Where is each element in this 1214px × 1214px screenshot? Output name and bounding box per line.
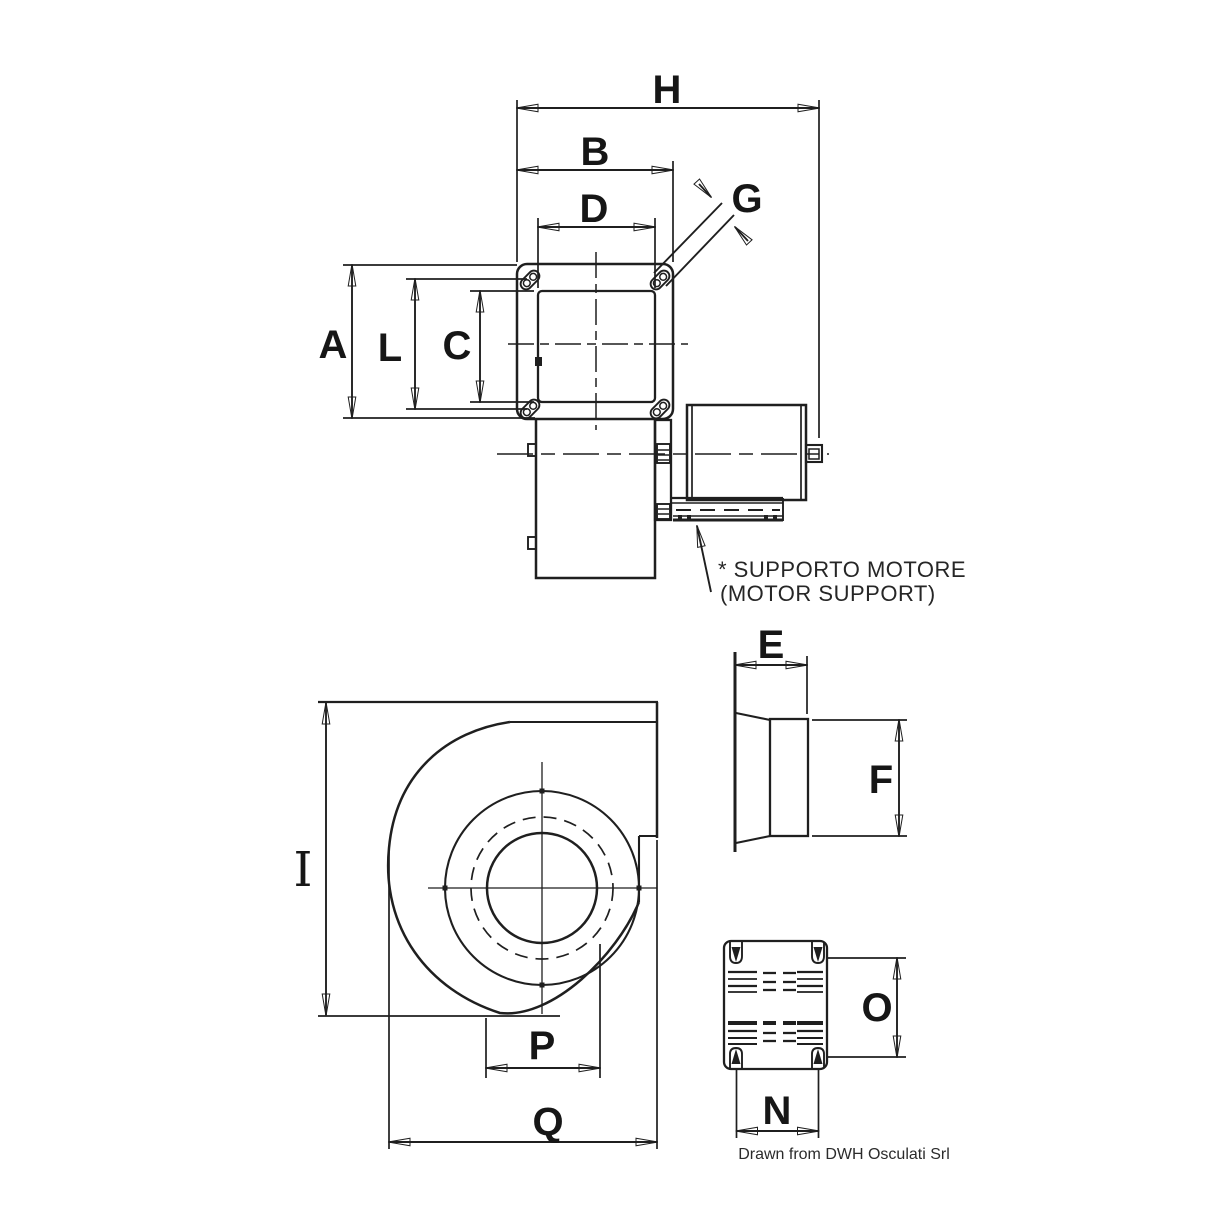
dim-d: D [538,187,655,288]
dim-q: Q [389,840,657,1149]
bolt-slot-top-left [519,269,541,291]
dim-label-d: D [580,187,609,231]
dim-h: H [517,68,819,438]
note-line-2: (MOTOR SUPPORT) [720,581,936,606]
bracket-outline [722,939,829,1071]
mounting-flange [508,252,688,430]
bracket-ribs [728,970,823,1045]
note-line-1: * SUPPORTO MOTORE [718,557,966,582]
dim-label-e: E [758,623,785,667]
dim-n: N [737,1070,819,1138]
motor-body [685,403,808,502]
dim-p: P [486,944,600,1078]
leader-arrow [696,526,712,593]
dim-label-i: I [294,842,313,898]
bolt-slot-bottom-left [519,398,541,420]
dim-b: B [517,130,673,262]
dim-e: E [735,623,807,714]
keyway-tick [535,357,542,366]
front-view: I P Q [294,700,659,1149]
outlet-flange-profile [733,652,810,852]
dim-label-p: P [529,1024,556,1068]
dim-o: O [828,958,906,1057]
motor-support-bracket [671,496,784,522]
dim-g: G [653,177,763,287]
fan-housing-top [527,419,657,580]
dim-label-g: G [731,177,762,221]
credit-line: Drawn from DWH Osculati Srl [738,1146,950,1163]
top-view: H B D G A [319,68,966,606]
outlet-side-view: E F [733,623,907,852]
motor-assembly [497,403,829,522]
dim-l: L [378,279,527,409]
dim-label-f: F [869,758,893,802]
dim-label-b: B [581,130,610,174]
bracket-corner-clips [729,942,825,1068]
dim-label-n: N [763,1089,792,1133]
dim-a: A [319,265,535,418]
dim-label-l: L [378,326,402,370]
dim-label-o: O [861,986,892,1030]
motor-support-note: * SUPPORTO MOTORE (MOTOR SUPPORT) [696,526,966,606]
inlet-crosshair [428,762,657,1014]
bolt-slot-top-right [649,269,671,291]
dim-label-h: H [653,68,682,112]
dim-f: F [812,720,907,836]
dim-c: C [443,291,534,402]
mounting-plate [653,418,673,522]
plate-bolt [656,503,671,520]
scroll-housing-outline [318,700,659,1015]
dim-label-c: C [443,324,472,368]
dim-i: I [294,703,560,1017]
bolt-slot-bottom-right [649,398,671,420]
dim-label-q: Q [532,1100,563,1144]
motor-bracket-view: O N Drawn from DWH Osculati Srl [722,939,950,1163]
dim-label-a: A [319,323,348,367]
